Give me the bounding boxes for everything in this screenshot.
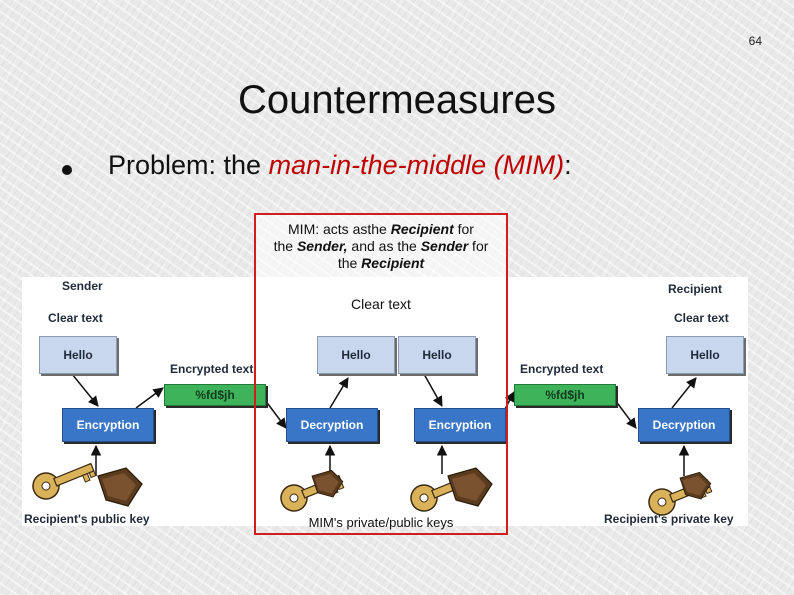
mim-note-recipient-2: Recipient bbox=[361, 255, 425, 271]
hello-box-mim-right: Hello bbox=[398, 336, 476, 374]
clear-text-right-label: Clear text bbox=[674, 311, 729, 325]
mim-note-background bbox=[256, 215, 506, 277]
bullet-prefix: Problem: the bbox=[108, 150, 269, 180]
bullet-text: Problem: the man-in-the-middle (MIM): bbox=[108, 150, 572, 181]
hello-box-recipient-label: Hello bbox=[690, 348, 720, 362]
mim-highlight-frame bbox=[254, 213, 508, 535]
mim-note-line-3: the Recipient bbox=[256, 255, 506, 272]
hello-box-sender: Hello bbox=[39, 336, 117, 374]
hello-box-mim-left-label: Hello bbox=[341, 348, 371, 362]
encryption-box-sender-label: Encryption bbox=[76, 418, 140, 432]
mim-note-text-4: and as the bbox=[347, 238, 421, 254]
arrow-decryption-to-hello-right bbox=[671, 377, 697, 409]
recipient-label: Recipient bbox=[668, 282, 723, 296]
bullet-dot bbox=[62, 165, 72, 175]
mim-keys-label: MIM's private/public keys bbox=[308, 515, 454, 530]
encryption-box-sender: Encryption bbox=[62, 408, 154, 442]
cipher-box-left: %fd$jh bbox=[164, 384, 266, 406]
mim-note-text-3: the bbox=[273, 238, 297, 254]
decryption-box-mim-label: Decryption bbox=[300, 418, 364, 432]
cipher-box-left-label: %fd$jh bbox=[195, 388, 235, 402]
cipher-box-right: %fd$jh bbox=[514, 384, 616, 406]
arrow-cipher-to-decryption-mid bbox=[261, 395, 287, 429]
mim-note-text-1: MIM: acts asthe bbox=[288, 221, 391, 237]
encryption-box-mim-label: Encryption bbox=[428, 418, 492, 432]
decryption-box-recipient-label: Decryption bbox=[652, 418, 716, 432]
encryption-box-mim: Encryption bbox=[414, 408, 506, 442]
bullet-emphasis: man-in-the-middle (MIM) bbox=[268, 150, 565, 180]
encrypted-text-right-label: Encrypted text bbox=[520, 362, 604, 376]
slide-number: 64 bbox=[748, 34, 762, 48]
mim-note-line-1: MIM: acts asthe Recipient for bbox=[256, 221, 506, 238]
hello-box-sender-label: Hello bbox=[63, 348, 93, 362]
mim-note-line-2: the Sender, and as the Sender for bbox=[256, 238, 506, 255]
arrow-encryption-to-cipher-left bbox=[135, 387, 164, 409]
bullet-suffix: : bbox=[564, 150, 572, 180]
mim-note-recipient: Recipient bbox=[390, 221, 454, 237]
encrypted-text-left-label: Encrypted text bbox=[170, 362, 254, 376]
hello-box-mim-right-label: Hello bbox=[422, 348, 452, 362]
sender-label: Sender bbox=[62, 279, 103, 293]
arrow-decryption-to-hello-mid bbox=[329, 377, 349, 409]
clear-text-left-label: Clear text bbox=[48, 311, 103, 325]
recipient-public-key-icon bbox=[28, 454, 98, 504]
arrow-hello-to-encryption-mid bbox=[423, 373, 443, 407]
hello-box-recipient: Hello bbox=[666, 336, 744, 374]
mim-note-text-6: the bbox=[337, 255, 362, 271]
mim-note-sender-2: Sender bbox=[420, 238, 469, 254]
decryption-box-mim: Decryption bbox=[286, 408, 378, 442]
diagram-panel bbox=[22, 277, 748, 526]
arrow-cipher-to-decryption-right bbox=[611, 395, 637, 429]
recipient-public-key-tag-icon bbox=[97, 467, 143, 507]
mim-clear-text-label: Clear text bbox=[351, 296, 411, 312]
slide-title: Countermeasures bbox=[238, 78, 556, 122]
mim-note-text-2: for bbox=[453, 221, 474, 237]
mim-note: MIM: acts asthe Recipient for the Sender… bbox=[256, 221, 506, 272]
decryption-box-recipient: Decryption bbox=[638, 408, 730, 442]
recipient-public-key-label: Recipient's public key bbox=[24, 512, 150, 526]
cipher-box-right-label: %fd$jh bbox=[545, 388, 585, 402]
recipient-private-key-label: Recipient's private key bbox=[604, 512, 734, 526]
arrow-hello-to-encryption-left bbox=[71, 373, 99, 407]
mim-note-text-5: for bbox=[468, 238, 489, 254]
mim-note-sender: Sender, bbox=[296, 238, 348, 254]
hello-box-mim-left: Hello bbox=[317, 336, 395, 374]
